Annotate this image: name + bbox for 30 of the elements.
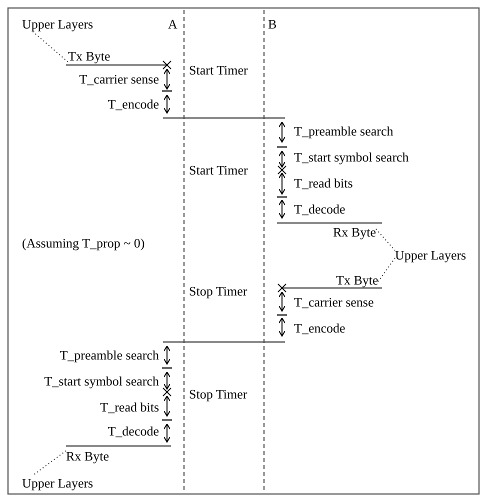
timing-label: (Assuming T_prop ~ 0) bbox=[22, 236, 145, 250]
timing-label: T_start symbol search bbox=[294, 150, 409, 164]
timing-label: T_carrier sense bbox=[294, 294, 374, 310]
timing-label: Start Timer bbox=[189, 162, 248, 178]
endpoint-label: Upper Layers bbox=[395, 248, 466, 262]
lifeline-label: A bbox=[168, 16, 178, 32]
timing-label: Stop Timer bbox=[189, 284, 248, 298]
endpoint-label: Upper Layers bbox=[22, 476, 94, 490]
timing-label: T_read bits bbox=[294, 176, 353, 190]
endpoint-label: Tx Byte bbox=[68, 48, 110, 64]
endpoint-label: Rx Byte bbox=[66, 448, 109, 464]
timing-label: T_start symbol search bbox=[44, 374, 159, 388]
endpoint-label: Upper Layers bbox=[22, 16, 94, 32]
timing-label: T_carrier sense bbox=[79, 72, 159, 86]
timing-label: T_preamble search bbox=[294, 124, 394, 138]
timing-label: Start Timer bbox=[189, 62, 248, 78]
lifeline-label: B bbox=[268, 16, 277, 32]
timing-label: Stop Timer bbox=[189, 386, 248, 402]
timing-label: T_decode bbox=[294, 202, 346, 216]
timing-label: T_preamble search bbox=[60, 348, 159, 362]
leader-line bbox=[378, 258, 396, 282]
leader-line bbox=[375, 228, 396, 251]
timing-label: T_encode bbox=[294, 320, 346, 336]
timing-label: T_read bits bbox=[100, 400, 159, 414]
timing-label: T_encode bbox=[108, 96, 159, 112]
leader-line bbox=[32, 450, 66, 476]
timing-label: T_decode bbox=[108, 424, 159, 438]
endpoint-label: Rx Byte bbox=[333, 224, 376, 240]
leader-line bbox=[32, 31, 68, 62]
endpoint-label: Tx Byte bbox=[336, 272, 378, 288]
